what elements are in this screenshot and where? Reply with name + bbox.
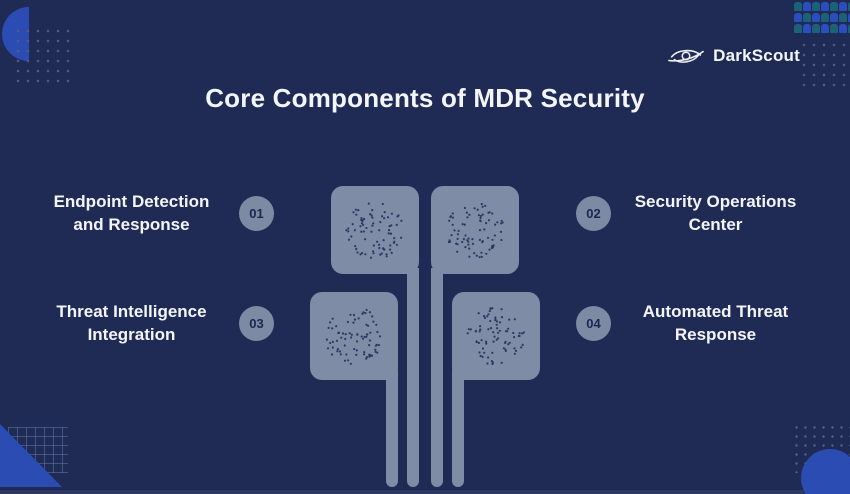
- component-label: Automated Threat Response: [642, 302, 789, 344]
- brand-name: DarkScout: [713, 46, 800, 65]
- pixel-square: [839, 24, 847, 33]
- pixel-square: [812, 2, 820, 11]
- brand-logo: DarkScout: [668, 45, 800, 67]
- bottom-edge-strip: [0, 490, 850, 494]
- pixel-square: [848, 2, 850, 11]
- pixel-pattern: [794, 2, 850, 34]
- circle-decoration: [801, 449, 850, 494]
- component-endpoint-detection: Endpoint Detection and Response 01: [42, 190, 274, 236]
- component-label: Endpoint Detection and Response: [53, 192, 210, 234]
- pixel-square: [830, 13, 838, 22]
- pixel-square: [848, 13, 850, 22]
- pad-security-operations: [431, 186, 519, 274]
- number-badge-02: 02: [576, 195, 611, 231]
- dot-grid-top-right: [799, 40, 850, 88]
- number-badge-03: 03: [239, 305, 274, 341]
- component-security-operations: 02 Security Operations Center: [576, 190, 802, 236]
- component-label: Security Operations Center: [634, 192, 797, 234]
- pixel-square: [812, 13, 820, 22]
- component-threat-intelligence: Threat Intelligence Integration 03: [42, 300, 274, 346]
- pixel-square: [830, 2, 838, 11]
- triangle-decoration: [0, 424, 62, 487]
- pad-threat-intelligence: [310, 292, 398, 380]
- darkscout-eye-icon: [668, 45, 705, 67]
- pixel-square: [803, 13, 811, 22]
- pad-stem: [386, 370, 398, 487]
- pixel-square: [848, 24, 850, 33]
- page-title: Core Components of MDR Security: [205, 83, 645, 113]
- pixel-square: [821, 24, 829, 33]
- pixel-square: [821, 13, 829, 22]
- pixel-square: [794, 24, 802, 33]
- pad-stem: [407, 268, 419, 487]
- pixel-square: [821, 2, 829, 11]
- pixel-square: [812, 24, 820, 33]
- component-automated-response: 04 Automated Threat Response: [576, 300, 802, 346]
- pixel-square: [839, 2, 847, 11]
- pixel-square: [794, 2, 802, 11]
- pixel-square: [794, 13, 802, 22]
- number-badge-01: 01: [239, 195, 274, 231]
- pad-stem: [452, 370, 464, 487]
- dot-grid-top-left: [13, 26, 73, 84]
- pad-stem: [431, 268, 443, 487]
- pixel-square: [839, 13, 847, 22]
- pixel-square: [830, 24, 838, 33]
- component-label: Threat Intelligence Integration: [56, 302, 207, 344]
- pad-endpoint-detection: [331, 186, 419, 274]
- pixel-square: [803, 24, 811, 33]
- pixel-square: [803, 2, 811, 11]
- pad-automated-response: [452, 292, 540, 380]
- number-badge-04: 04: [576, 305, 611, 341]
